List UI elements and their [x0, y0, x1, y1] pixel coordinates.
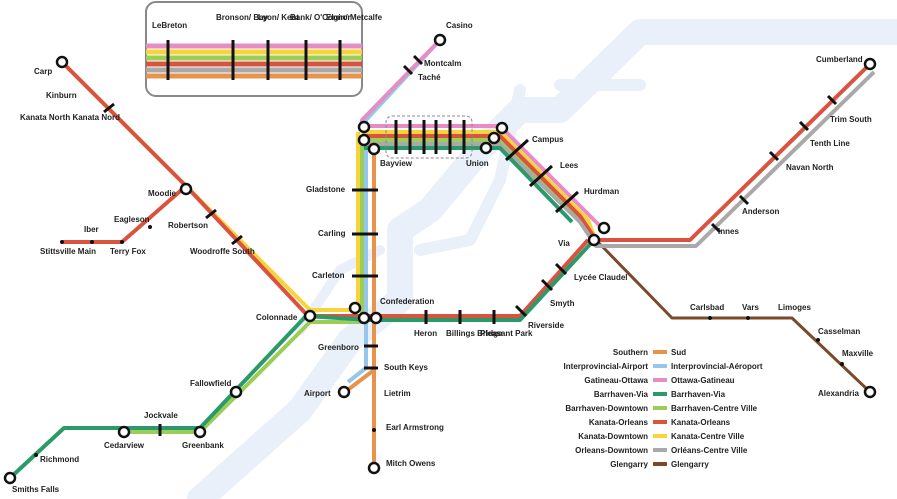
- label-casselman: Casselman: [818, 327, 860, 336]
- interchange-circles: [3, 33, 877, 485]
- label-bayview: Bayview: [380, 159, 413, 168]
- label-trim: Trim South: [830, 115, 872, 124]
- label-richmond: Richmond: [40, 455, 79, 464]
- label-carp: Carp: [34, 67, 52, 76]
- label-cedarview: Cedarview: [104, 441, 145, 450]
- label-alexandria: Alexandria: [818, 389, 859, 398]
- svg-text:Barrhaven-Via: Barrhaven-Via: [594, 390, 649, 399]
- svg-text:Ottawa-Gatineau: Ottawa-Gatineau: [671, 376, 735, 385]
- legend-row: Kanata-Downtown Kanata-Centre Ville: [578, 432, 745, 441]
- legend-row: Orleans-Downtown Orléans-Centre Ville: [575, 446, 748, 455]
- label-stittsville: Stittsville Main: [40, 247, 96, 256]
- label-iber: Iber: [84, 225, 99, 234]
- svg-text:Interprovincial-Aéroport: Interprovincial-Aéroport: [671, 362, 763, 371]
- line-gatineau: [360, 38, 606, 232]
- label-tache: Taché: [418, 73, 441, 82]
- label-lietrim: Lietrim: [384, 389, 411, 398]
- svg-text:Southern: Southern: [613, 348, 648, 357]
- downtown-tunnel: [385, 115, 473, 159]
- svg-text:Orléans-Centre Ville: Orléans-Centre Ville: [671, 446, 748, 455]
- label-eagleson: Eagleson: [114, 215, 150, 224]
- svg-text:Barrhaven-Via: Barrhaven-Via: [671, 390, 726, 399]
- label-tenth: Tenth Line: [810, 139, 850, 148]
- label-smyth: Smyth: [550, 299, 575, 308]
- station-labels: Casino Montcalm Taché Carp Kinburn Kanat…: [12, 21, 874, 494]
- label-via: Via: [558, 239, 570, 248]
- label-anderson: Anderson: [742, 207, 779, 216]
- label-kinburn: Kinburn: [46, 91, 77, 100]
- svg-text:Kanata-Centre Ville: Kanata-Centre Ville: [671, 432, 745, 441]
- legend-row: Gatineau-Ottawa Ottawa-Gatineau: [584, 376, 734, 385]
- label-limoges: Limoges: [778, 303, 811, 312]
- label-south-keys: South Keys: [384, 363, 429, 372]
- svg-text:Barrhaven-Downtown: Barrhaven-Downtown: [565, 404, 648, 413]
- svg-text:Orleans-Downtown: Orleans-Downtown: [575, 446, 648, 455]
- label-colonnade: Colonnade: [256, 313, 298, 322]
- label-gladstone: Gladstone: [306, 185, 346, 194]
- legend-row: Glengarry Glengarry: [610, 460, 709, 469]
- line-glengarry: [594, 238, 872, 394]
- label-confederation: Confederation: [380, 297, 434, 306]
- label-robertson: Robertson: [168, 221, 208, 230]
- label-innes: Innes: [718, 227, 739, 236]
- river-background: [187, 19, 897, 499]
- label-carleton: Carleton: [312, 271, 345, 280]
- legend-row: Barrhaven-Downtown Barrhaven-Centre Vill…: [565, 404, 757, 413]
- label-lycee: Lycée Claudel: [574, 273, 628, 282]
- label-cumberland: Cumberland: [816, 55, 863, 64]
- label-riverside: Riverside: [528, 321, 565, 330]
- inset-label-lyon: Lyon/ Kent: [258, 13, 299, 22]
- label-kanata-north: Kanata North Kanata Nord: [20, 113, 120, 122]
- svg-text:Barrhaven-Centre Ville: Barrhaven-Centre Ville: [671, 404, 758, 413]
- downtown-corridor: [362, 62, 876, 248]
- svg-text:Glengarry: Glengarry: [610, 460, 648, 469]
- label-hurdman: Hurdman: [584, 187, 619, 196]
- label-greenboro: Greenboro: [318, 343, 359, 352]
- legend-row: Kanata-Orleans Kanata-Orleans: [589, 418, 731, 427]
- label-carling: Carling: [318, 229, 346, 238]
- label-airport: Airport: [304, 389, 331, 398]
- svg-text:Sud: Sud: [671, 348, 686, 357]
- label-heron: Heron: [414, 329, 437, 338]
- label-billings: Billings Bridge: [446, 329, 503, 338]
- label-pleasant: Pleasant Park: [480, 329, 533, 338]
- label-terry-fox: Terry Fox: [110, 247, 146, 256]
- label-campus: Campus: [532, 135, 564, 144]
- svg-text:Kanata-Downtown: Kanata-Downtown: [578, 432, 648, 441]
- legend: Southern Sud Interprovincial-Airport Int…: [564, 348, 763, 469]
- legend-row: Barrhaven-Via Barrhaven-Via: [594, 390, 726, 399]
- label-greenbank: Greenbank: [182, 441, 224, 450]
- label-mitch: Mitch Owens: [386, 459, 436, 468]
- svg-text:Glengarry: Glengarry: [671, 460, 709, 469]
- legend-row: Southern Sud: [613, 348, 686, 357]
- inset-label-bank: Bank/ O'Connor: [290, 13, 351, 22]
- svg-text:Kanata-Orleans: Kanata-Orleans: [589, 418, 649, 427]
- label-woodroffe: Woodroffe South: [190, 247, 255, 256]
- inset-label-lebreton: LeBreton: [152, 21, 187, 30]
- label-smiths-falls: Smiths Falls: [12, 485, 60, 494]
- label-moodie: Moodie: [148, 189, 177, 198]
- station-dots: [34, 225, 844, 457]
- label-carlsbad: Carlsbad: [690, 303, 724, 312]
- svg-text:Kanata-Orleans: Kanata-Orleans: [671, 418, 731, 427]
- label-lees: Lees: [560, 161, 579, 170]
- svg-text:Gatineau-Ottawa: Gatineau-Ottawa: [584, 376, 648, 385]
- inset-label-bronson: Bronson/ Bay: [216, 13, 269, 22]
- legend-row: Interprovincial-Airport Interprovincial-…: [564, 362, 763, 371]
- label-montcalm: Montcalm: [424, 59, 461, 68]
- label-navan: Navan North: [786, 163, 834, 172]
- svg-text:Interprovincial-Airport: Interprovincial-Airport: [564, 362, 649, 371]
- label-jockvale: Jockvale: [144, 411, 178, 420]
- inset-label-elgin: Elgin/ Metcalfe: [326, 13, 383, 22]
- label-casino: Casino: [446, 21, 473, 30]
- downtown-inset: LeBreton Bronson/ Bay Lyon/ Kent Bank/ O…: [145, 1, 383, 97]
- label-earl: Earl Armstrong: [386, 423, 444, 432]
- label-vars: Vars: [742, 303, 759, 312]
- label-fallowfield: Fallowfield: [190, 379, 231, 388]
- label-union: Union: [466, 159, 489, 168]
- station-ticks: [103, 54, 838, 436]
- label-maxville: Maxville: [842, 349, 874, 358]
